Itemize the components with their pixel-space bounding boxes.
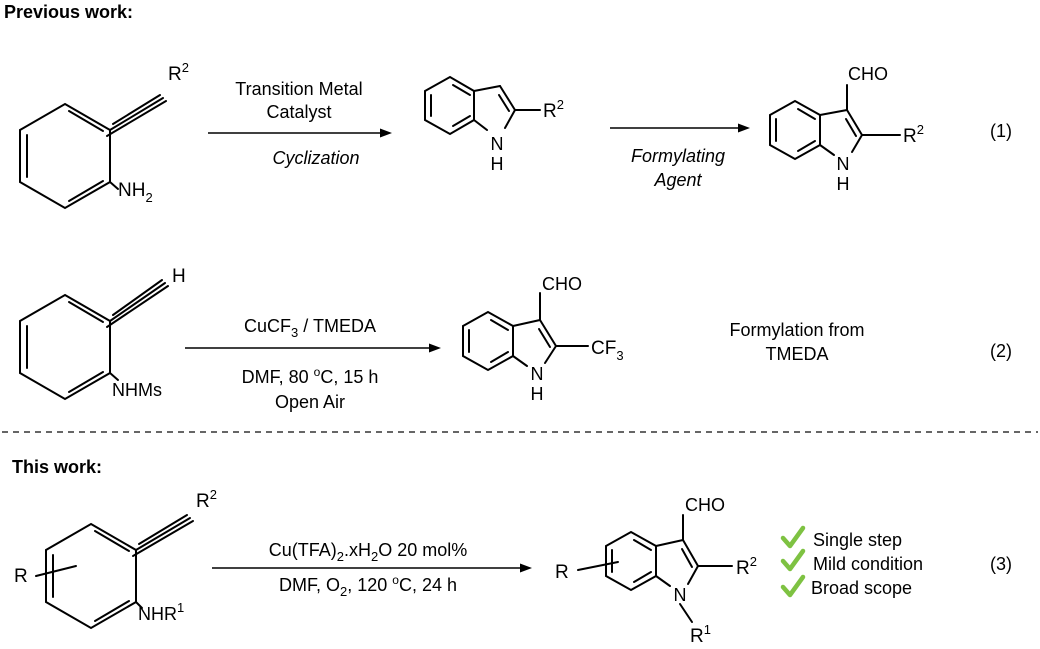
r2-conditions-b2: Open Air: [275, 392, 345, 412]
r1-product-h: H: [837, 174, 850, 194]
r1-step1-top1: Transition Metal: [235, 79, 362, 99]
r3-product-n: N: [674, 585, 687, 605]
r2-product-cf3: CF3: [591, 338, 624, 363]
r3-start-r: R: [14, 566, 28, 587]
r2-arrow-head: [429, 343, 441, 353]
r1-step2-bottom1: Formylating: [631, 146, 725, 166]
r1-intermediate-molecule: [424, 75, 541, 136]
r2-equation-label: (2): [990, 341, 1012, 361]
r3-product-r2: R2: [736, 554, 757, 579]
r3-product-molecule: [577, 514, 733, 623]
r2-product-molecule: [462, 292, 589, 372]
feature-broad-scope: Broad scope: [811, 578, 912, 598]
r2-start-molecule: [19, 279, 169, 401]
r3-conditions-bottom: DMF, O2, 120 oC, 24 h: [279, 573, 457, 599]
r2-conditions-b1: DMF, 80 oC, 15 h: [242, 365, 379, 387]
r3-equation-label: (3): [990, 554, 1012, 574]
r2-start-nhms: NHMs: [112, 380, 162, 400]
r1-start-r2: R2: [168, 60, 189, 85]
r1-intermediate-h: H: [491, 154, 504, 174]
r2-product-cho: CHO: [542, 274, 582, 294]
r1-arrow-2-head: [738, 123, 750, 133]
feature-mild-condition: Mild condition: [813, 554, 923, 574]
r1-product-r2: R2: [903, 122, 924, 147]
feature-single-step: Single step: [813, 530, 902, 550]
check-icon-2: [780, 548, 806, 572]
r1-equation-label: (1): [990, 121, 1012, 141]
r1-start-nh2: NH2: [118, 180, 153, 205]
r1-intermediate-n: N: [491, 134, 504, 154]
r1-step1-top2: Catalyst: [266, 102, 331, 122]
r3-product-r: R: [555, 562, 569, 583]
check-icon-3: [780, 574, 806, 598]
r1-arrow-1-head: [380, 128, 392, 138]
r1-step2-bottom2: Agent: [653, 170, 702, 190]
r1-step1-bottom: Cyclization: [272, 148, 359, 168]
r3-conditions-top: Cu(TFA)2.xH2O 20 mol%: [269, 540, 468, 564]
this-work-header: This work:: [12, 457, 102, 477]
r3-start-molecule: [35, 514, 194, 630]
r2-note-line1: Formylation from: [729, 320, 864, 340]
r2-product-h: H: [531, 384, 544, 404]
r2-conditions-top: CuCF3 / TMEDA: [244, 316, 376, 340]
r1-intermediate-r2: R2: [543, 97, 564, 122]
r3-product-r1: R1: [690, 622, 711, 647]
r1-product-molecule: [769, 84, 901, 161]
r3-arrow-head: [520, 563, 532, 573]
r2-note-line2: TMEDA: [766, 344, 829, 364]
r2-product-n: N: [531, 364, 544, 384]
r3-product-cho: CHO: [685, 495, 725, 515]
r3-start-r2: R2: [196, 487, 217, 512]
r1-start-molecule: [19, 94, 167, 210]
r3-start-nhr1: NHR1: [138, 600, 184, 624]
r2-start-h: H: [172, 266, 186, 287]
r1-product-n: N: [837, 154, 850, 174]
previous-work-header: Previous work:: [4, 2, 133, 22]
check-icon-1: [780, 525, 806, 549]
r1-product-cho: CHO: [848, 64, 888, 84]
